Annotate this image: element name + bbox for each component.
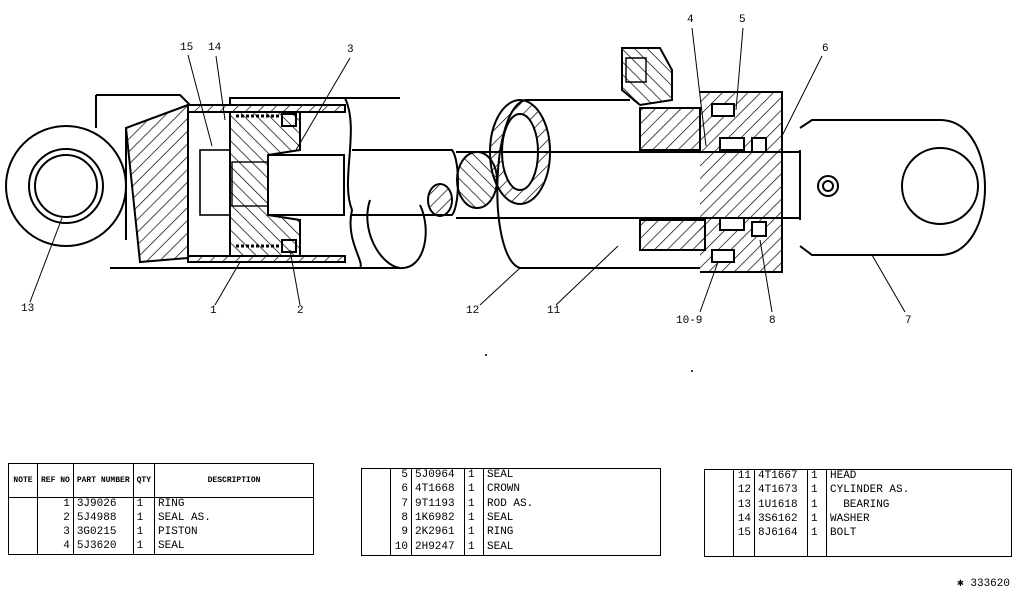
callout-15: 15 xyxy=(180,42,194,54)
callout-5: 5 xyxy=(739,14,746,26)
callout-2: 2 xyxy=(297,305,304,317)
leader-lines xyxy=(29,27,906,313)
callout-7: 7 xyxy=(905,315,912,327)
callout-3: 3 xyxy=(347,44,354,56)
specks xyxy=(485,354,693,372)
crown-section xyxy=(700,91,783,273)
header-part: PART NUMBER xyxy=(72,463,134,498)
parts-table-1: NOTE REF NO PART NUMBER QTY DESCRIPTION … xyxy=(8,463,314,555)
callout-12: 12 xyxy=(466,305,480,317)
header-qty: QTY xyxy=(132,463,155,498)
piston-section xyxy=(199,97,362,269)
broken-rod-left xyxy=(352,149,459,270)
cylinder-end-eye xyxy=(5,94,400,269)
rod-eye xyxy=(799,119,986,256)
callout-4: 4 xyxy=(687,14,694,26)
callout-10-9: 10-9 xyxy=(676,315,703,327)
callout-8: 8 xyxy=(769,315,776,327)
callout-14: 14 xyxy=(208,42,222,54)
callout-13: 13 xyxy=(21,303,35,315)
header-desc: DESCRIPTION xyxy=(154,463,314,498)
callout-6: 6 xyxy=(822,43,829,55)
header-ref: REF NO xyxy=(37,463,74,498)
callout-11: 11 xyxy=(547,305,561,317)
illustration-number: ✱ 333620 xyxy=(957,578,1010,590)
header-note: NOTE xyxy=(8,463,38,498)
callout-1: 1 xyxy=(210,305,217,317)
head-section xyxy=(621,47,706,251)
piston-rod xyxy=(456,150,801,220)
cylinder-end-hatch xyxy=(124,103,346,264)
